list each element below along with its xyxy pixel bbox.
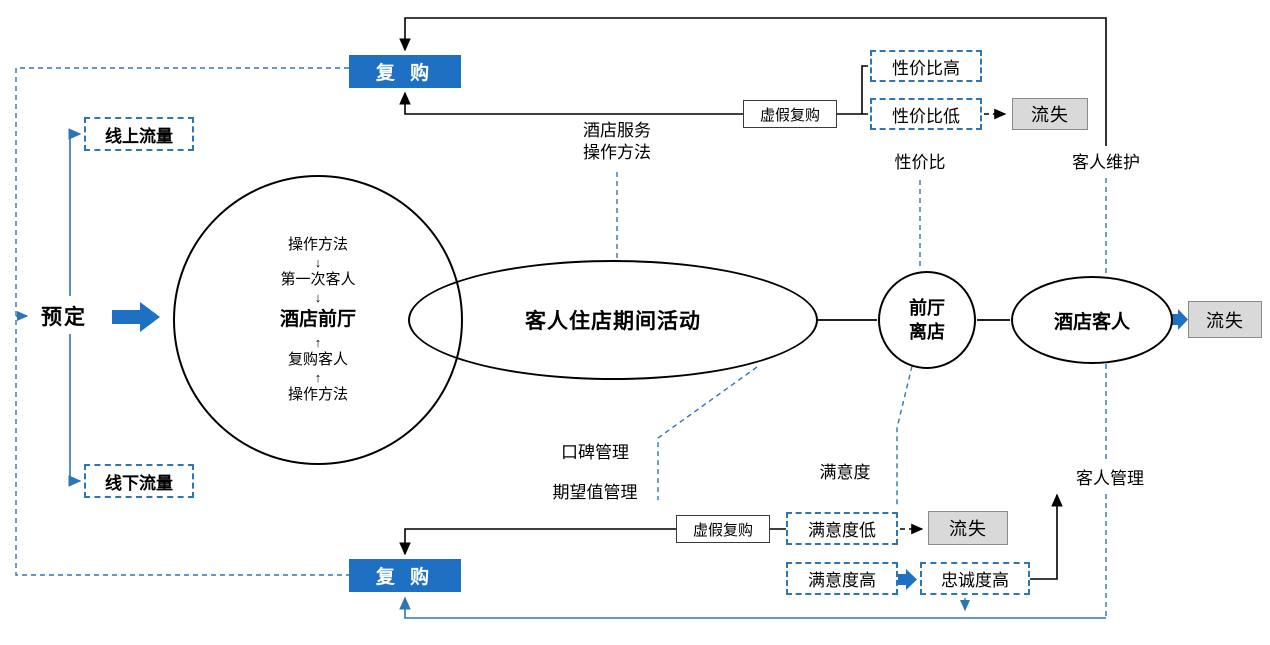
fake-repurchase-top-label: 虚假复购 (759, 106, 820, 124)
guest-to-churn-arrow-icon (1171, 309, 1188, 330)
churn-top-node: 流失 (1012, 98, 1088, 130)
repurchase-bottom-label: 复 购 (375, 567, 435, 588)
cycle-up-arrow-icon: ↑ (314, 370, 322, 385)
hotel-service-text: 酒店服务 (583, 121, 651, 140)
cycle-first-time-guest: 第一次客人 (280, 271, 356, 288)
online-traffic-node: 线上流量 (84, 117, 194, 151)
satisfaction-to-loyalty-arrow-icon (898, 569, 917, 590)
fake-repurchase-bottom-label: 虚假复购 (692, 521, 753, 539)
reputation-mgmt-label: 口碑管理 (540, 438, 650, 463)
reputation-mgmt-text: 口碑管理 (561, 443, 629, 462)
satisfaction-high-label: 满意度高 (808, 571, 876, 590)
stay-activity-ellipse: 客人住店期间活动 (408, 260, 818, 380)
churn-right-node: 流失 (1188, 301, 1262, 338)
expectation-mgmt-label: 期望值管理 (535, 478, 655, 503)
online-traffic-label: 线上流量 (105, 126, 173, 146)
value-ratio-text: 性价比 (894, 153, 946, 172)
value-high-node: 性价比高 (870, 50, 982, 82)
churn-right-label: 流失 (1206, 310, 1244, 331)
operation-method-text: 操作方法 (583, 143, 651, 162)
satisfaction-low-label: 满意度低 (808, 521, 876, 540)
cycle-front-desk: 酒店前厅 (279, 309, 356, 330)
cycle-method-bottom: 操作方法 (287, 386, 348, 403)
cycle-up-arrow-icon: ↑ (314, 335, 322, 350)
churn-bottom-node: 流失 (928, 511, 1008, 545)
value-low-node: 性价比低 (870, 98, 982, 130)
loyalty-high-node: 忠诚度高 (920, 562, 1030, 595)
fake-repurchase-top-node: 虚假复购 (743, 100, 837, 128)
churn-top-label: 流失 (1031, 105, 1069, 125)
offline-traffic-label: 线下流量 (105, 473, 173, 493)
repurchase-top-label: 复 购 (375, 63, 435, 84)
booking-node: 预定 (28, 301, 100, 331)
checkout-line1: 前厅 (909, 298, 945, 318)
satisfaction-high-node: 满意度高 (786, 562, 898, 595)
hotel-guest-label: 酒店客人 (1053, 311, 1130, 333)
cycle-down-arrow-icon: ↓ (314, 255, 322, 270)
checkout-line2: 离店 (909, 322, 945, 342)
guest-maintenance-label: 客人维护 (1056, 148, 1156, 173)
cycle-repeat-guest: 复购客人 (287, 351, 348, 368)
expectation-mgmt-text: 期望值管理 (552, 483, 638, 502)
repurchase-top-node: 复 购 (349, 55, 461, 88)
satisfaction-text: 满意度 (819, 463, 871, 482)
cycle-down-arrow-icon: ↓ (314, 290, 322, 305)
value-low-label: 性价比低 (892, 106, 960, 126)
fake-repurchase-bottom-node: 虚假复购 (676, 515, 770, 543)
loyalty-high-label: 忠诚度高 (941, 571, 1009, 590)
repurchase-bottom-node: 复 购 (349, 559, 461, 592)
offline-traffic-node: 线下流量 (84, 464, 194, 498)
stay-activity-label: 客人住店期间活动 (525, 310, 701, 333)
checkout-circle: 前厅 离店 (878, 271, 976, 369)
hotel-guest-ellipse: 酒店客人 (1011, 276, 1173, 364)
value-high-label: 性价比高 (892, 58, 960, 78)
booking-to-frontdesk-arrow-icon (112, 302, 160, 332)
guest-maintenance-text: 客人维护 (1072, 153, 1140, 172)
satisfaction-label: 满意度 (800, 458, 890, 483)
guest-mgmt-label: 客人管理 (1062, 464, 1158, 489)
front-office-cycle-circle: 操作方法 ↓ 第一次客人 ↓ 酒店前厅 ↑ 复购客人 ↑ 操作方法 (173, 175, 463, 465)
value-ratio-label: 性价比 (870, 148, 970, 173)
churn-bottom-label: 流失 (949, 519, 987, 539)
satisfaction-low-node: 满意度低 (786, 512, 898, 545)
cycle-method-top: 操作方法 (287, 236, 348, 253)
guest-mgmt-text: 客人管理 (1076, 469, 1144, 488)
booking-label: 预定 (41, 306, 87, 329)
hotel-service-label: 酒店服务 操作方法 (552, 120, 682, 164)
checkout-label: 前厅 离店 (909, 296, 945, 344)
